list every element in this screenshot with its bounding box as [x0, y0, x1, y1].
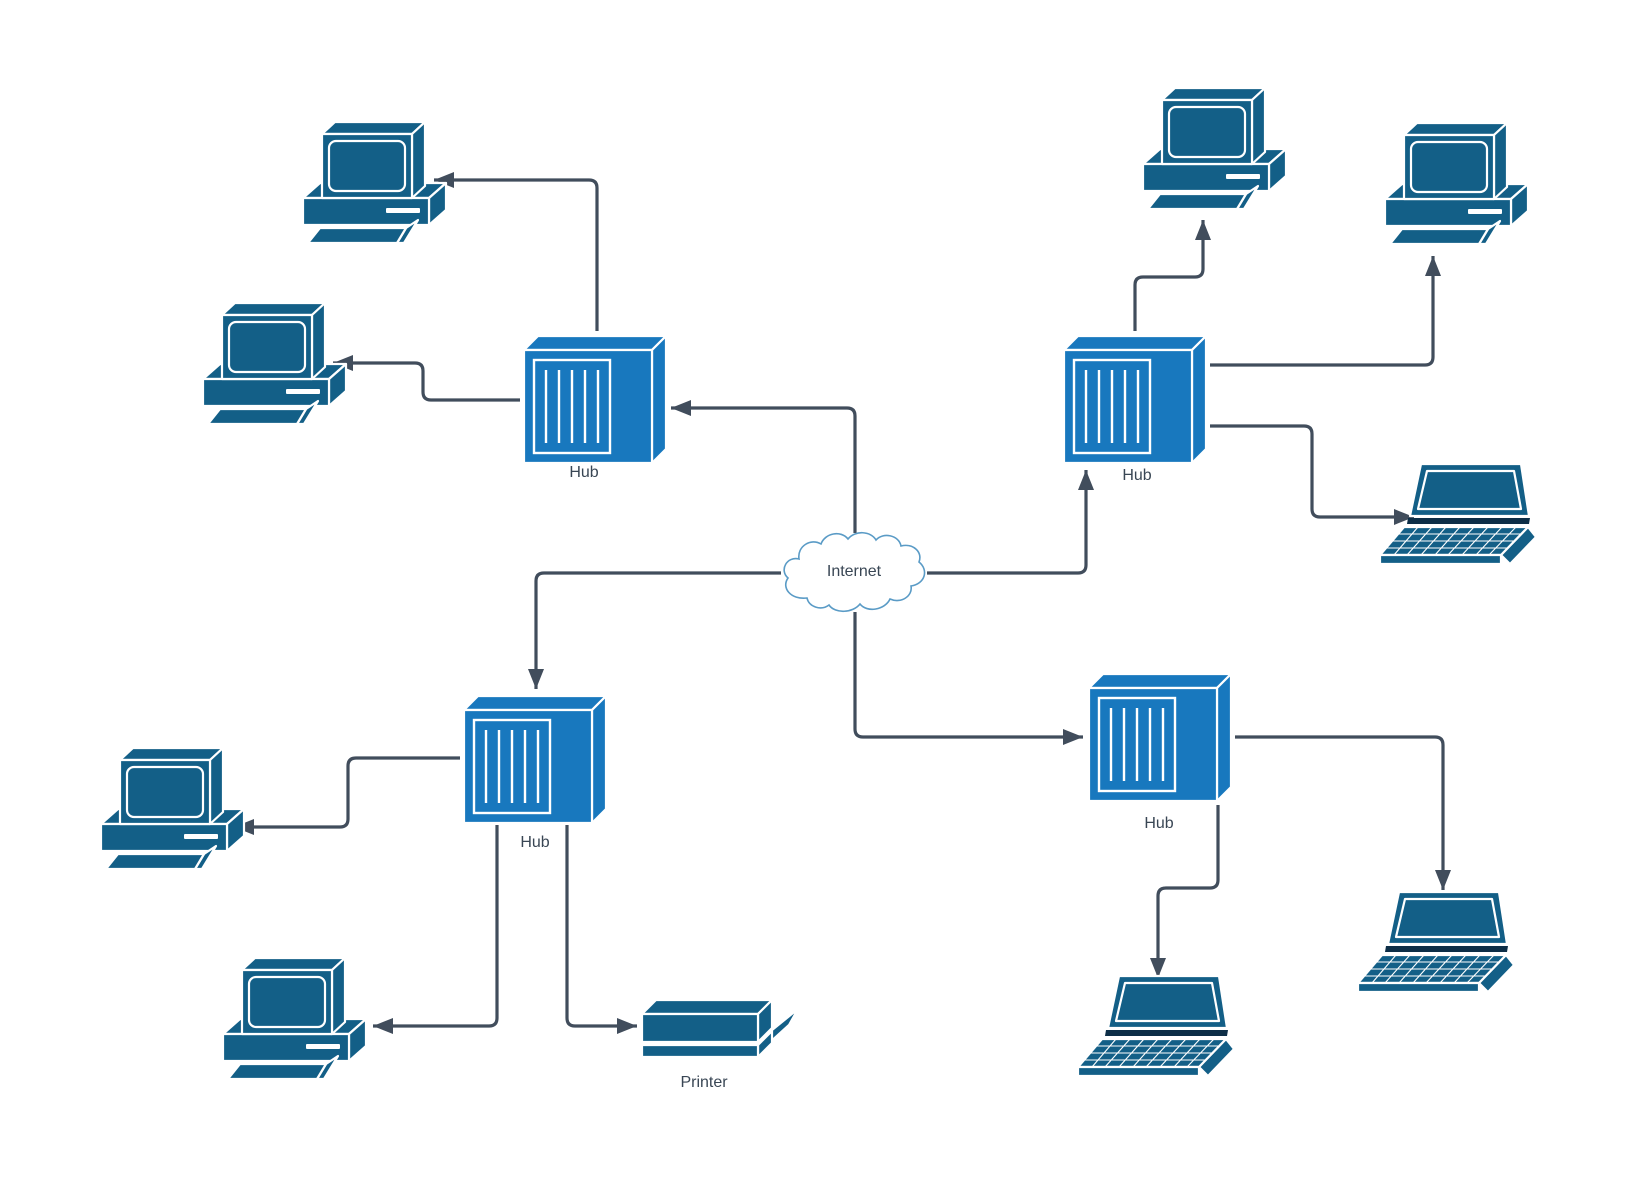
hub-top-right-label: Hub	[1122, 467, 1152, 484]
hub-bottom-left-label: Hub	[520, 834, 550, 851]
printer	[640, 998, 800, 1060]
edge-internet-to-hub-top-right	[927, 470, 1094, 575]
printer-icon	[640, 998, 800, 1060]
hub-top-left-label: Hub	[569, 464, 599, 481]
laptop-bottom-right-lower	[1078, 972, 1234, 1082]
hub-bottom-left	[462, 693, 608, 825]
laptop-icon	[1358, 888, 1514, 998]
desktop-icon	[1140, 78, 1292, 212]
edge-hub-top-right-to-desktop-right	[1210, 256, 1441, 367]
desktop-bottom-left-left	[98, 738, 250, 872]
hub-icon	[1087, 671, 1233, 803]
hub-bottom-right-label: Hub	[1144, 815, 1174, 832]
desktop-icon	[98, 738, 250, 872]
hub-top-right	[1062, 333, 1208, 465]
edge-hub-bottom-right-to-laptop-right	[1235, 735, 1451, 890]
printer-label: Printer	[680, 1074, 728, 1091]
edge-internet-to-hub-bottom-left	[528, 571, 781, 689]
desktop-top-right-upper	[1140, 78, 1292, 212]
edge-hub-bottom-left-to-desktop-left	[234, 756, 460, 835]
edge-internet-to-hub-bottom-right	[853, 612, 1083, 745]
desktop-top-left-lower	[200, 293, 352, 427]
desktop-icon	[200, 293, 352, 427]
laptop-top-right	[1380, 460, 1536, 570]
desktop-icon	[300, 112, 452, 246]
edge-hub-top-right-to-desktop-upper	[1133, 220, 1211, 331]
hub-top-left	[522, 333, 668, 465]
edge-hub-bottom-left-to-desktop-lower	[373, 825, 499, 1034]
laptop-icon	[1078, 972, 1234, 1082]
edge-hub-bottom-left-to-printer	[565, 825, 637, 1034]
hub-icon	[1062, 333, 1208, 465]
desktop-top-right-right	[1382, 113, 1534, 247]
edge-hub-top-left-to-desktop-upper	[434, 172, 599, 331]
edge-hub-top-right-to-laptop	[1210, 424, 1414, 525]
laptop-icon	[1380, 460, 1536, 570]
hub-icon	[462, 693, 608, 825]
internet-cloud-label: Internet	[826, 563, 882, 580]
desktop-bottom-left-lower	[220, 948, 372, 1082]
hub-bottom-right	[1087, 671, 1233, 803]
laptop-bottom-right-right	[1358, 888, 1514, 998]
desktop-icon	[220, 948, 372, 1082]
edge-hub-top-left-to-desktop-lower	[333, 355, 520, 402]
desktop-icon	[1382, 113, 1534, 247]
edge-internet-to-hub-top-left	[671, 400, 857, 533]
desktop-top-left-upper	[300, 112, 452, 246]
hub-icon	[522, 333, 668, 465]
edge-hub-bottom-right-to-laptop-lower	[1150, 805, 1220, 978]
